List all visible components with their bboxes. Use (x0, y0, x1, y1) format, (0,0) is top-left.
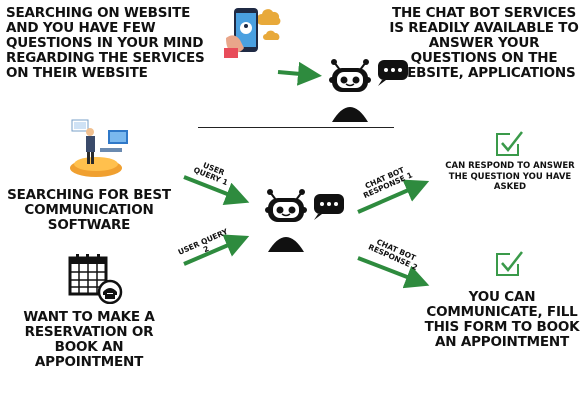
arrow-user-query-1 (183, 175, 250, 206)
calendar-phone-icon (68, 254, 123, 304)
arrow-top (277, 61, 322, 86)
robot-icon (329, 59, 408, 122)
checkmark-icon (496, 131, 523, 156)
checkmark-icon-2 (496, 251, 523, 276)
phone-chat-icon (224, 8, 281, 58)
arrow-response-1 (357, 179, 430, 214)
robot-icon-middle (265, 189, 344, 252)
arrow-response-2 (357, 256, 430, 289)
respond-text: CAN RESPOND TO ANSWER THE QUESTION YOU H… (445, 161, 575, 193)
top-left-text: SEARCHING ON WEBSITE AND YOU HAVE FEW QU… (6, 5, 205, 82)
arrow-user-query-2 (183, 234, 250, 266)
reservation-text: WANT TO MAKE A RESERVATION OR BOOK AN AP… (23, 309, 155, 371)
person-desk-icon (70, 119, 128, 177)
top-right-text: THE CHAT BOT SERVICES IS READILY AVAILAB… (389, 5, 579, 82)
divider-line (198, 127, 394, 128)
search-software-text: SEARCHING FOR BEST COMMUNICATION SOFTWAR… (7, 187, 171, 234)
communicate-text: YOU CAN COMMUNICATE, FILL THIS FORM TO B… (424, 289, 580, 351)
